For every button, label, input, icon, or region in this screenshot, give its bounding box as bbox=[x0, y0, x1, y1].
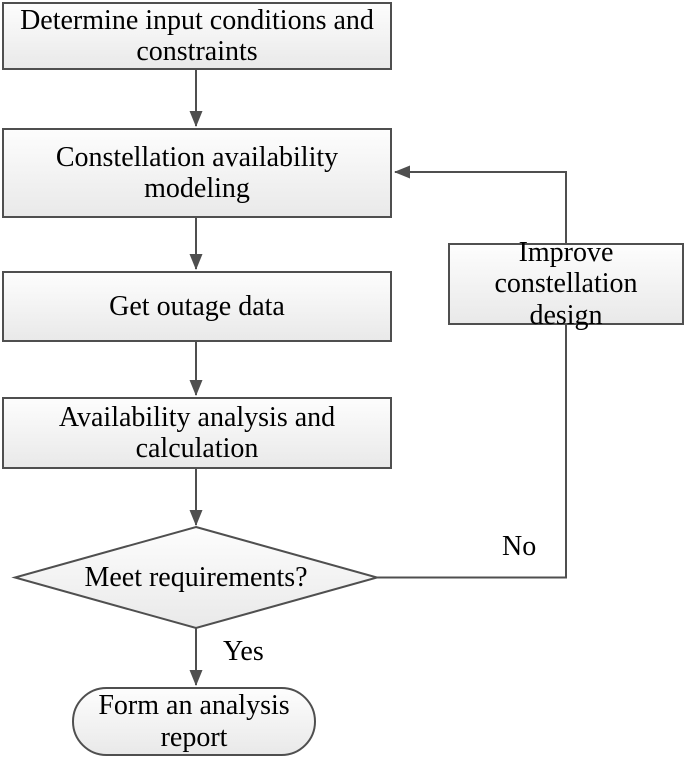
node-get-outage-data: Get outage data bbox=[2, 271, 392, 342]
node-form-report-label: Form an analysis report bbox=[98, 690, 290, 753]
node-determine-input-label: Determine input conditions and constrain… bbox=[20, 4, 374, 67]
node-availability-analysis: Availability analysis and calculation bbox=[2, 397, 392, 469]
edge-decision-no-feedback bbox=[377, 165, 567, 579]
decision-diamond-shape bbox=[11, 525, 381, 630]
node-decision-label: Meet requirements? bbox=[84, 561, 308, 593]
node-improve-design: Improve constellation design bbox=[448, 237, 684, 331]
edge-label-yes: Yes bbox=[223, 636, 264, 667]
node-availability-modeling-label: Constellation availability modeling bbox=[55, 141, 339, 204]
node-availability-modeling: Constellation availability modeling bbox=[2, 128, 392, 218]
node-determine-input: Determine input conditions and constrain… bbox=[2, 2, 392, 70]
node-get-outage-data-label: Get outage data bbox=[109, 290, 285, 322]
node-form-report: Form an analysis report bbox=[72, 687, 316, 756]
edge-label-no: No bbox=[502, 531, 537, 562]
node-improve-design-label: Improve constellation design bbox=[494, 236, 638, 331]
node-availability-analysis-label: Availability analysis and calculation bbox=[58, 401, 336, 464]
node-decision-meet-requirements: Meet requirements? bbox=[15, 527, 377, 628]
